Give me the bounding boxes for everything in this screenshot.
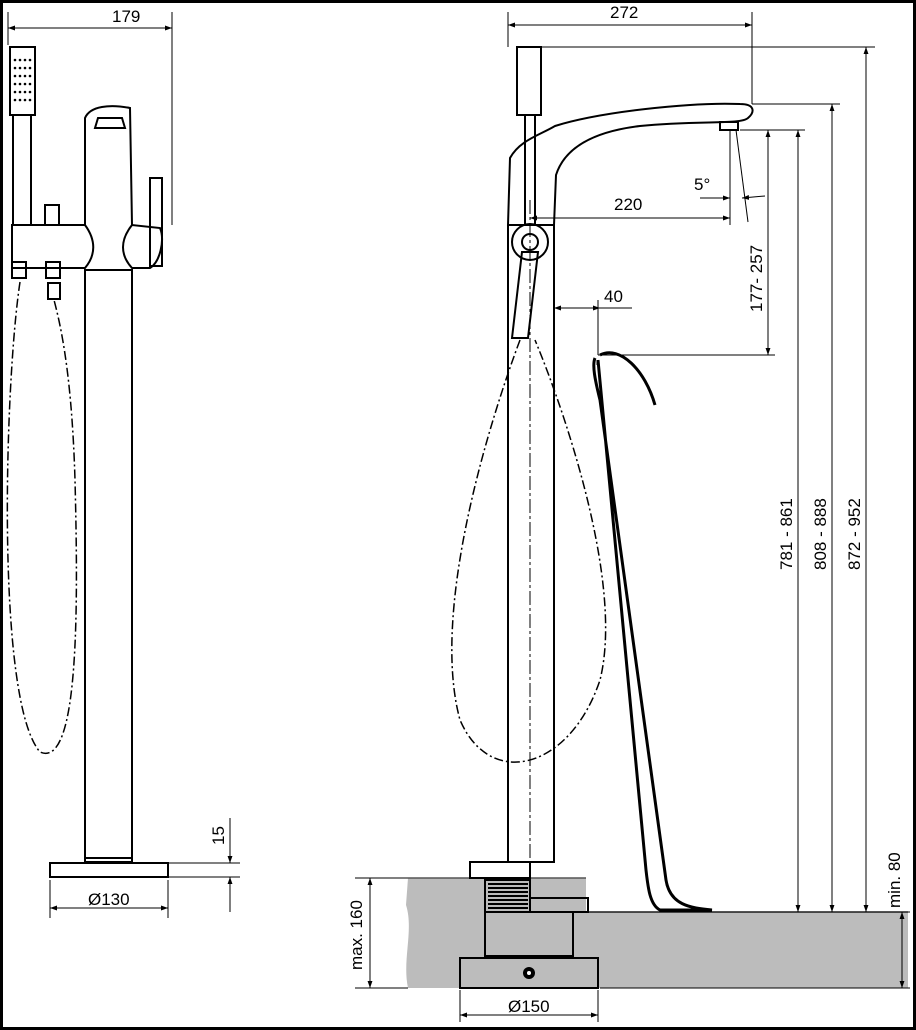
bathtub-rim xyxy=(599,351,657,406)
left-hand-shower-head xyxy=(9,46,36,116)
left-base-plate xyxy=(49,862,169,878)
left-diverter xyxy=(44,204,60,226)
dim-left-base-diameter: Ø130 xyxy=(88,890,130,909)
dim-clearance: 40 xyxy=(604,287,623,306)
bathtub-wall xyxy=(592,357,713,912)
dim-plate-thickness: 15 xyxy=(209,826,228,845)
right-spout xyxy=(506,102,754,226)
left-dimension-lines xyxy=(7,12,240,918)
dim-min-floor: min. 80 xyxy=(885,852,904,908)
left-spout xyxy=(84,105,133,226)
right-hose xyxy=(451,339,607,763)
shower-nozzles xyxy=(13,58,32,102)
left-mixer-body xyxy=(11,224,95,269)
dim-outlet-height: 177- 257 xyxy=(747,245,766,312)
dim-reach: 220 xyxy=(614,195,642,214)
dim-angle: 5° xyxy=(694,175,710,194)
floor-section xyxy=(406,878,908,988)
left-view xyxy=(6,46,169,878)
left-column xyxy=(84,269,133,863)
right-shower-holder xyxy=(516,46,542,116)
dim-left-width: 179 xyxy=(112,7,140,26)
dim-total-width: 272 xyxy=(610,3,638,22)
dim-right-base-diameter: Ø150 xyxy=(508,997,550,1016)
right-handle xyxy=(510,251,540,339)
dim-height-c: 872 - 952 xyxy=(845,498,864,570)
dim-height-b: 808 - 888 xyxy=(811,498,830,570)
right-base-plate xyxy=(469,861,531,879)
dim-max-depth: max. 160 xyxy=(347,900,366,970)
right-mounting-box xyxy=(459,957,599,989)
left-hose xyxy=(6,281,78,755)
left-lever xyxy=(149,177,163,267)
threaded-section xyxy=(488,883,528,909)
right-dimension-lines xyxy=(355,12,910,1022)
dim-height-a: 781 - 861 xyxy=(777,498,796,570)
